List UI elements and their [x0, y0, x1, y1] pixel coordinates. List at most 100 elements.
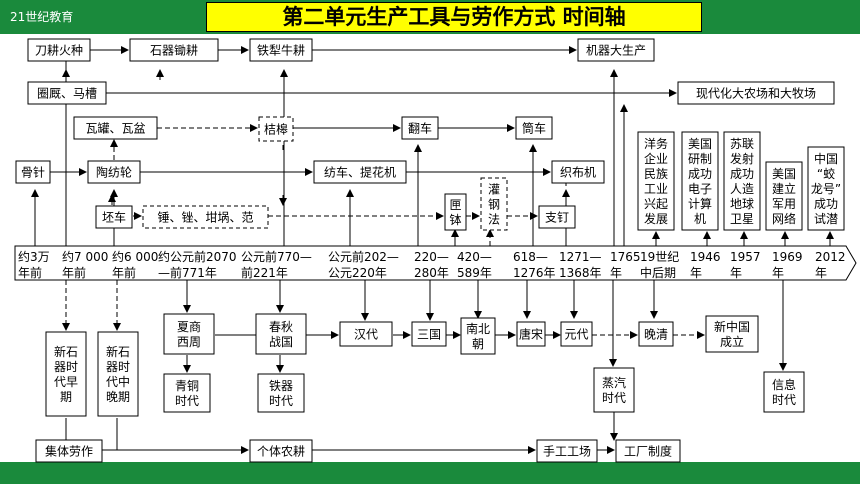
box-daogeng: 刀耕火种 — [27, 38, 91, 62]
box-yuandai: 元代 — [560, 321, 593, 347]
box-zhengqi-line: 时代 — [602, 391, 626, 405]
box-qingtong-line: 青铜 — [175, 378, 199, 393]
timeline-label: 280年 — [414, 266, 449, 280]
box-jiti: 集体劳作 — [35, 439, 103, 463]
tech-column-1-line: 美国 — [688, 137, 712, 151]
box-xiashang-line: 夏商 — [177, 319, 201, 334]
timeline-label: 公元220年 — [328, 266, 387, 280]
box-guangang-line: 钢 — [488, 198, 500, 212]
timeline-label: 1368年 — [559, 266, 602, 280]
box-gongchang-line: 工厂制度 — [624, 444, 672, 459]
timeline-label: 2012 — [815, 250, 846, 264]
timeline-label: 公元前202— — [328, 249, 399, 264]
footer-bar — [0, 462, 860, 484]
box-fanche-line: 翻车 — [408, 121, 432, 136]
box-sanguo-line: 三国 — [417, 328, 441, 342]
box-pische: 坯车 — [95, 205, 133, 229]
box-xinshi-early-line: 期 — [60, 390, 72, 404]
box-xiandai-line: 现代化大农场和大牧场 — [696, 87, 816, 101]
tech-column-3-line: 美国 — [772, 167, 796, 181]
box-daogeng-line: 刀耕火种 — [35, 43, 83, 58]
box-nanbei-line: 朝 — [472, 337, 484, 351]
box-shougong-line: 手工工场 — [543, 445, 591, 459]
timeline-label: 年 — [772, 266, 784, 280]
timeline-label: 中后期 — [640, 265, 676, 280]
box-fanche: 翻车 — [401, 116, 439, 140]
box-wanqing-line: 晚清 — [644, 328, 668, 342]
box-xiabo-line: 匣 — [449, 198, 461, 212]
timeline-label: 618— — [513, 250, 548, 264]
page-title: 第二单元生产工具与劳作方式 时间轴 — [206, 2, 702, 32]
tech-column-4-line: 成功 — [814, 197, 838, 211]
box-xinshi-mid-line: 晚期 — [106, 390, 130, 404]
timeline-label: 年 — [730, 266, 742, 280]
box-xiabo-line: 钵 — [449, 212, 461, 227]
box-tongche: 筒车 — [515, 116, 553, 140]
box-tieli: 铁犁牛耕 — [249, 38, 313, 62]
box-fangche-line: 纺车、提花机 — [324, 165, 396, 180]
tech-column-0-line: 发展 — [644, 211, 668, 226]
box-shiqi: 石器锄耕 — [129, 38, 219, 62]
timeline-label: 589年 — [457, 266, 492, 280]
box-zhibuji: 织布机 — [551, 160, 605, 184]
timeline-label: 年 — [610, 266, 622, 280]
box-guangang: 灌钢法 — [480, 177, 508, 231]
box-guzhen: 骨针 — [15, 160, 51, 184]
box-jiegao: 桔槔 — [258, 116, 294, 142]
timeline-label: 约公元前2070 — [158, 249, 237, 264]
box-chunqiu-line: 战国 — [269, 335, 293, 349]
tech-column-1-line: 成功 — [688, 167, 712, 181]
tech-column-1-line: 计算 — [688, 196, 712, 211]
timeline-label: 220— — [414, 250, 449, 264]
box-nanbei: 南北朝 — [460, 317, 496, 355]
event-boxes: 刀耕火种石器锄耕铁犁牛耕机器大生产圈厩、马槽现代化大农场和大牧场瓦罐、瓦盆桔槔翻… — [15, 38, 845, 463]
box-tangsong-line: 唐宋 — [519, 327, 543, 342]
box-zhiding: 支钉 — [538, 205, 576, 229]
box-handai-line: 汉代 — [354, 328, 378, 342]
box-xinxi-line: 时代 — [772, 393, 796, 407]
box-qingtong-line: 时代 — [175, 394, 199, 408]
box-guzhen-line: 骨针 — [21, 165, 45, 180]
tech-column-2-line: 苏联 — [730, 137, 754, 151]
box-zhiding-line: 支钉 — [545, 211, 569, 225]
timeline-label: 约6 000 — [112, 249, 158, 264]
timeline-label: 1946 — [690, 250, 721, 264]
timeline-label: 年前 — [18, 265, 42, 280]
tech-column-2-line: 人造 — [730, 182, 754, 196]
timeline-label: 1276年 — [513, 266, 556, 280]
tech-column-0-line: 工业 — [644, 182, 668, 196]
box-zhengqi-line: 蒸汽 — [602, 375, 626, 390]
tech-column-3-line: 军用 — [772, 197, 796, 211]
tech-column-4-line: 试潜 — [814, 211, 838, 226]
box-jiegao-line: 桔槔 — [264, 123, 288, 137]
tech-column-1-line: 机 — [694, 212, 706, 226]
box-taofang: 陶纺轮 — [87, 160, 141, 184]
tech-column-2-line: 卫星 — [730, 212, 754, 226]
box-xinshi-mid-line: 新石 — [106, 344, 130, 359]
box-tongche-line: 筒车 — [522, 121, 546, 136]
timeline-label: 1765 — [610, 250, 641, 264]
tech-column-2-line: 地球 — [730, 197, 754, 211]
box-fangche: 纺车、提花机 — [313, 160, 407, 184]
timeline-label: —前771年 — [158, 265, 217, 280]
box-shiqi-line: 石器锄耕 — [150, 43, 198, 58]
timeline-arrow — [14, 245, 857, 281]
timeline-label: 420— — [457, 250, 492, 264]
tech-column-3-line: 网络 — [772, 211, 796, 226]
box-geti: 个体农耕 — [249, 439, 313, 463]
box-tieqi-line: 时代 — [269, 394, 293, 408]
tech-column-4-line: 中国 — [814, 151, 838, 166]
box-sanguo: 三国 — [411, 321, 447, 347]
timeline-label: 前221年 — [241, 265, 288, 280]
box-chui: 锤、锉、坩埚、范 — [142, 205, 269, 229]
timeline-label: 年 — [690, 266, 702, 280]
logo: 21世纪教育 — [10, 10, 74, 24]
